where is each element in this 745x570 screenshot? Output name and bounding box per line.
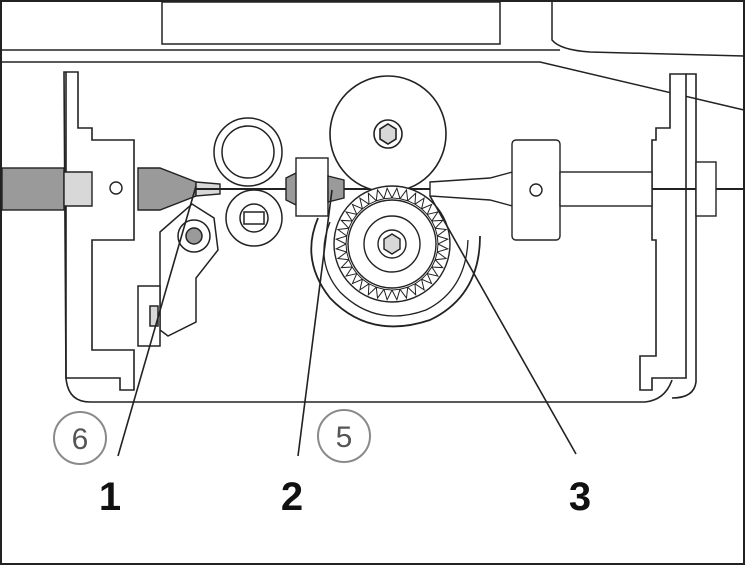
callout-1: 1 — [99, 475, 121, 519]
circled-6: 6 — [53, 411, 107, 465]
gear-tooth — [391, 186, 401, 200]
gear-tooth — [351, 203, 364, 216]
gear-tooth — [334, 243, 348, 253]
top-housing — [2, 1, 745, 111]
gear-tooth — [431, 258, 444, 269]
gear-tooth — [436, 243, 450, 253]
gear-tooth — [340, 258, 353, 269]
gear-tooth — [434, 227, 448, 237]
guide-arc-inner — [323, 221, 469, 317]
gear-tooth — [359, 278, 370, 291]
gear-tooth — [399, 286, 409, 300]
gear-tooth — [420, 203, 433, 216]
gear-tooth — [406, 283, 417, 296]
gear-tooth — [426, 211, 439, 222]
gear-tooth — [345, 211, 358, 222]
gear-tooth — [375, 188, 385, 202]
gear-tooth — [391, 288, 401, 302]
callout-2: 2 — [281, 475, 303, 519]
gear-tooth — [336, 251, 350, 261]
gear-tooth — [414, 197, 425, 210]
upper-drive-roll — [329, 75, 447, 193]
gear-tooth — [359, 197, 370, 210]
gear-tooth — [406, 192, 417, 205]
svg-text:5: 5 — [336, 421, 353, 454]
gear-tooth — [399, 188, 409, 202]
leader-line-2 — [297, 189, 333, 457]
gear-tooth — [367, 283, 378, 296]
leader-lines — [117, 185, 577, 457]
gear-tooth — [431, 219, 444, 230]
gear-tooth — [336, 227, 350, 237]
leader-line-1 — [117, 185, 197, 457]
gear-tooth — [334, 235, 348, 245]
gear-tooth — [436, 235, 450, 245]
left-wire-guide — [1, 167, 221, 211]
callout-3: 3 — [569, 475, 591, 519]
gear-tooth — [420, 272, 433, 285]
gear-tooth — [383, 186, 393, 200]
gear-tooth — [340, 219, 353, 230]
circled-5: 5 — [317, 409, 371, 463]
idle-rollers — [213, 117, 283, 247]
gear-tooth — [426, 266, 439, 277]
gear-tooth — [375, 286, 385, 300]
gear-tooth — [351, 272, 364, 285]
gear-teeth — [334, 186, 450, 302]
svg-text:6: 6 — [72, 423, 89, 456]
gear-tooth — [414, 278, 425, 291]
leader-line-3 — [429, 195, 577, 455]
right-wire-guide — [429, 139, 744, 241]
gear-tooth — [345, 266, 358, 277]
guide-arc — [310, 217, 481, 328]
gear-tooth — [434, 251, 448, 261]
gear-tooth — [383, 288, 393, 302]
lower-gear-roll — [333, 185, 451, 303]
gear-tooth — [367, 192, 378, 205]
feeder-plate — [63, 71, 697, 403]
